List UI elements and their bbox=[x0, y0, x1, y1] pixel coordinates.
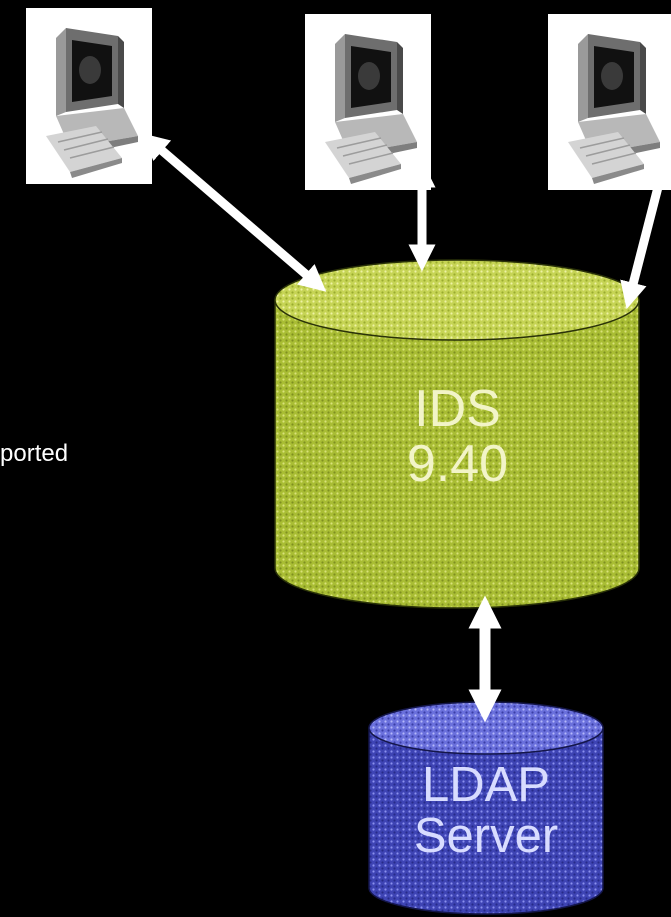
ids-label: IDS 9.40 bbox=[275, 382, 640, 491]
cropped-side-text: ported bbox=[0, 440, 69, 467]
ids-database-cylinder bbox=[274, 259, 640, 609]
ids-label-line1: IDS bbox=[414, 380, 501, 438]
client-computer-icon bbox=[304, 13, 432, 191]
ldap-label-line1: LDAP bbox=[421, 758, 550, 812]
connection-arrow-client-3 bbox=[620, 146, 671, 310]
ids-label-line2: 9.40 bbox=[406, 434, 509, 493]
connection-arrow-client-1 bbox=[141, 133, 327, 292]
ldap-label: LDAP Server bbox=[368, 758, 604, 864]
ldap-label-line2: Server bbox=[413, 809, 559, 864]
ldap-server-cylinder bbox=[368, 701, 604, 915]
client-computer-icon bbox=[547, 13, 671, 191]
client-computer-icon bbox=[25, 7, 153, 185]
